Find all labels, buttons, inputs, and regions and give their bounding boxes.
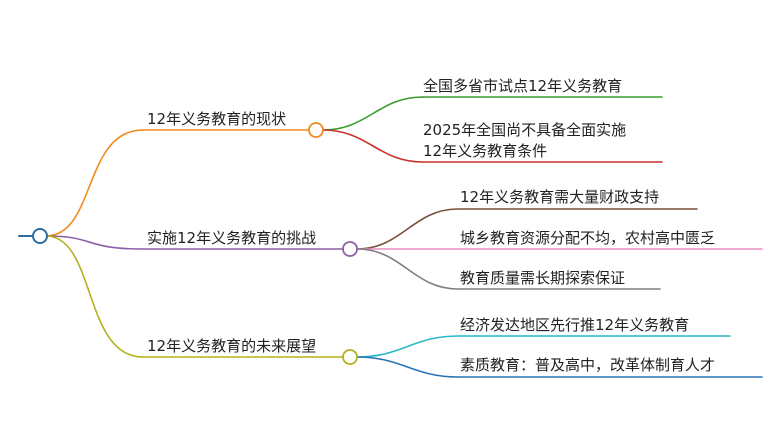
leaf-quality-education: 素质教育：普及高中，改革体制育人才 bbox=[460, 356, 716, 374]
branch-node-challenges[interactable] bbox=[342, 241, 358, 257]
branch-curve-status bbox=[45, 129, 144, 237]
leaf-curve-outlook-0 bbox=[356, 335, 459, 358]
leaf-resource-imbalance: 城乡教育资源分配不均，农村高中匮乏 bbox=[460, 229, 716, 247]
branch-curve-outlook bbox=[45, 235, 144, 358]
leaf-curve-challenges-2 bbox=[356, 248, 459, 290]
leaf-curve-status-1 bbox=[322, 129, 424, 163]
leaf-curve-status-0 bbox=[322, 96, 424, 131]
branch-label-status: 12年义务教育的现状 bbox=[147, 110, 287, 128]
branch-label-outlook: 12年义务教育的未来展望 bbox=[147, 337, 317, 355]
leaf-fiscal-support: 12年义务教育需大量财政支持 bbox=[460, 188, 660, 206]
leaf-curve-outlook-1 bbox=[356, 356, 459, 378]
branch-node-outlook[interactable] bbox=[342, 349, 358, 365]
branch-node-status[interactable] bbox=[308, 122, 324, 138]
branch-curve-challenges bbox=[45, 235, 144, 250]
leaf-curve-challenges-0 bbox=[356, 208, 459, 250]
leaf-quality-exploration: 教育质量需长期探索保证 bbox=[460, 269, 626, 287]
leaf-pilot-provinces: 全国多省市试点12年义务教育 bbox=[423, 77, 623, 95]
leaf-not-ready-2025-line2: 12年义务教育条件 bbox=[423, 142, 548, 160]
leaf-developed-regions-first: 经济发达地区先行推12年义务教育 bbox=[460, 316, 690, 334]
leaf-not-ready-2025-line1: 2025年全国尚不具备全面实施 bbox=[423, 121, 627, 139]
root-node[interactable] bbox=[32, 228, 48, 244]
branch-label-challenges: 实施12年义务教育的挑战 bbox=[147, 229, 317, 247]
